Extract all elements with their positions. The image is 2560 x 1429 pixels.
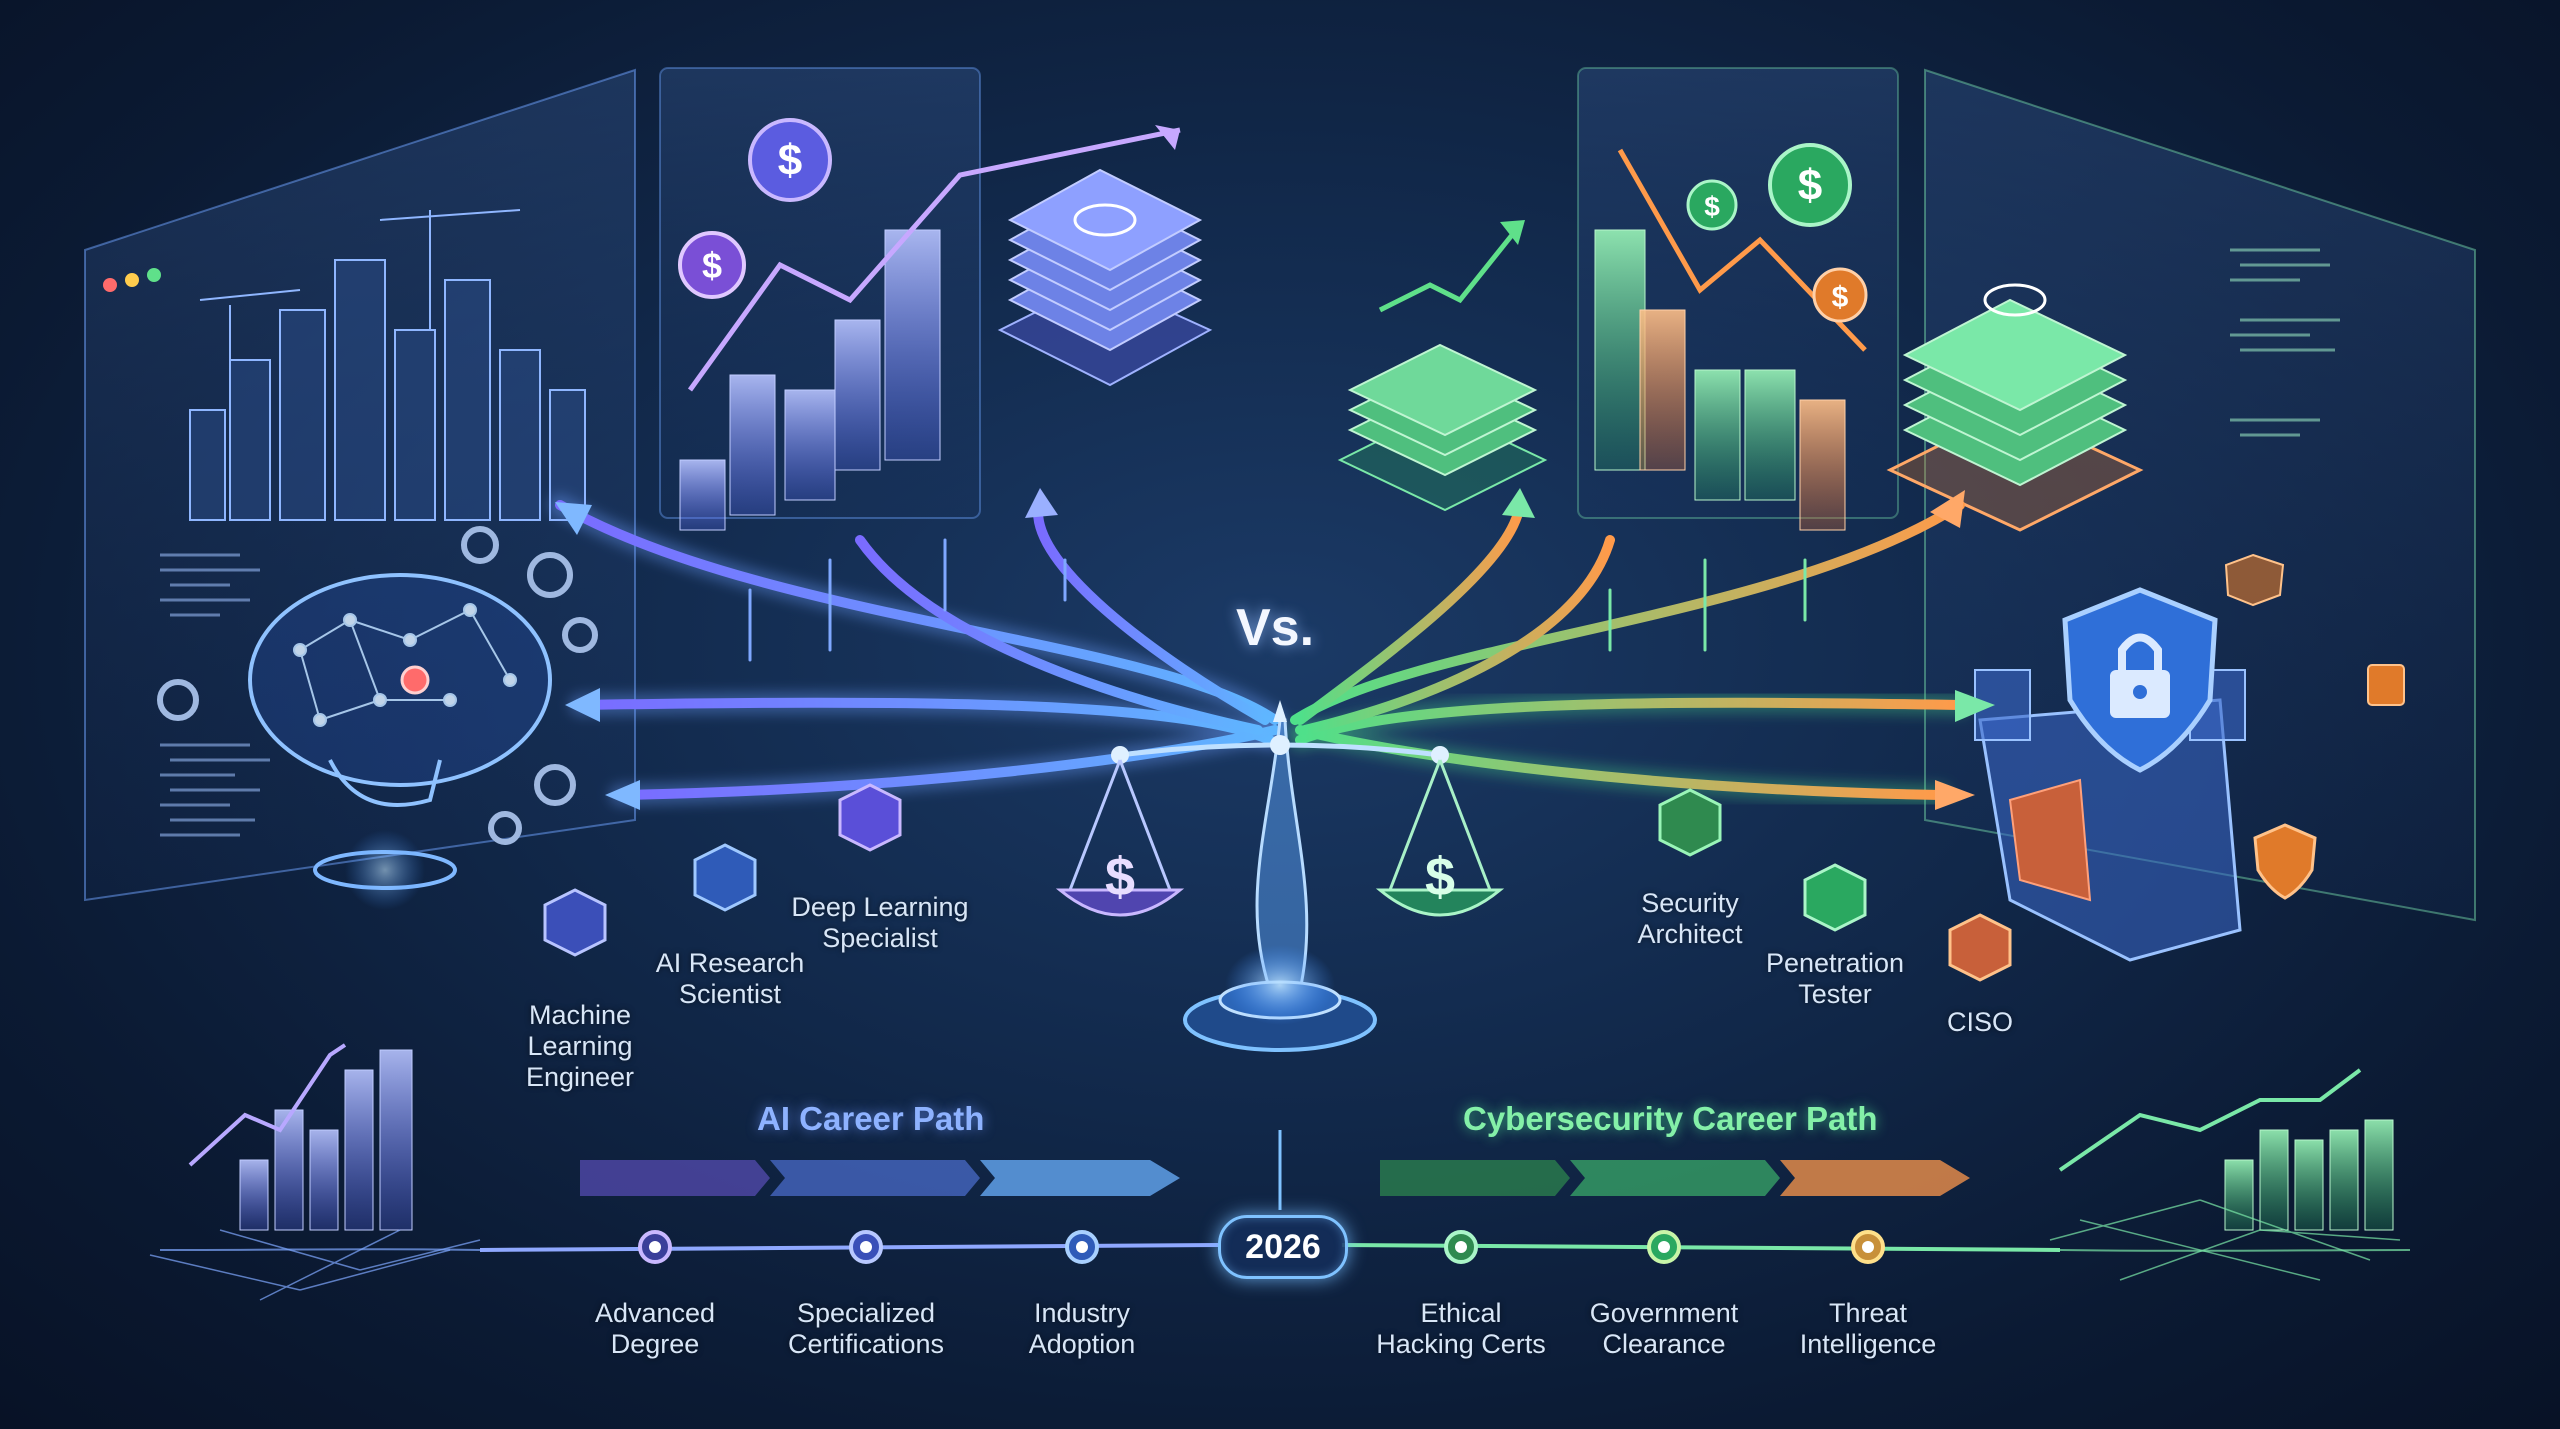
vs-label: Vs.: [1236, 599, 1315, 657]
milestone-ethical-hacking-certs: Ethical Hacking Certs: [1376, 1298, 1546, 1359]
hexagon-icon: [543, 783, 2012, 982]
milestone-industry-adoption: Industry Adoption: [1028, 1298, 1136, 1359]
milestone-specialized-certifications: Specialized Certifications: [787, 1298, 945, 1359]
dollar-coin-icon: $ $: [678, 118, 832, 299]
balance-scale-icon: $ $: [1055, 700, 1505, 1052]
svg-text:$: $: [1832, 281, 1849, 314]
milestone-government-clearance: Government Clearance: [1589, 1298, 1739, 1359]
ai-growth-chart: [679, 125, 1181, 531]
role-deep-learning-specialist: Deep Learning Specialist: [791, 892, 969, 953]
gear-icon: [157, 526, 598, 845]
timeline-milestone-dots: [638, 1230, 1885, 1264]
milestone-advanced-degree: Advanced Degree: [594, 1298, 716, 1359]
ai-bottom-chart: [149, 1043, 481, 1301]
right-browser-panel: [1924, 68, 2476, 922]
milestone-threat-intelligence: Threat Intelligence: [1799, 1298, 1937, 1359]
svg-text:$: $: [1105, 847, 1135, 907]
cyber-progress-arrows: [1380, 1160, 1970, 1196]
city-skyline-icon: [189, 209, 586, 521]
castle-icon: [1974, 669, 2246, 962]
svg-text:$: $: [778, 136, 802, 185]
svg-text:$: $: [1704, 191, 1720, 222]
ai-progress-arrows: [580, 1160, 1180, 1196]
role-ciso: CISO: [1946, 1007, 2013, 1037]
role-security-architect: Security Architect: [1637, 888, 1743, 949]
money-stack-icon: [997, 168, 1213, 387]
svg-text:$: $: [1798, 161, 1822, 210]
role-penetration-tester: Penetration Tester: [1765, 948, 1905, 1009]
cyber-bottom-chart: [2049, 1068, 2401, 1281]
brain-icon: [248, 573, 552, 910]
ai-career-path-title: AI Career Path: [757, 1100, 985, 1137]
padlock-icon: [2224, 553, 2405, 900]
cyber-branches: [1289, 488, 1995, 810]
ai-branches: [549, 488, 1286, 842]
role-ai-research-scientist: AI Research Scientist: [655, 948, 805, 1009]
dollar-coin-icon-right: $ $ $: [1686, 143, 1868, 323]
money-stack-icon-right: [1337, 283, 2144, 532]
cyber-career-path-title: Cybersecurity Career Path: [1463, 1100, 1878, 1137]
year-badge: 2026: [1218, 1215, 1348, 1279]
role-machine-learning-engineer: Machine Learning Engineer: [525, 1000, 635, 1092]
shield-lock-icon: [2062, 587, 2218, 773]
svg-text:$: $: [702, 245, 722, 286]
svg-text:$: $: [1425, 847, 1455, 907]
